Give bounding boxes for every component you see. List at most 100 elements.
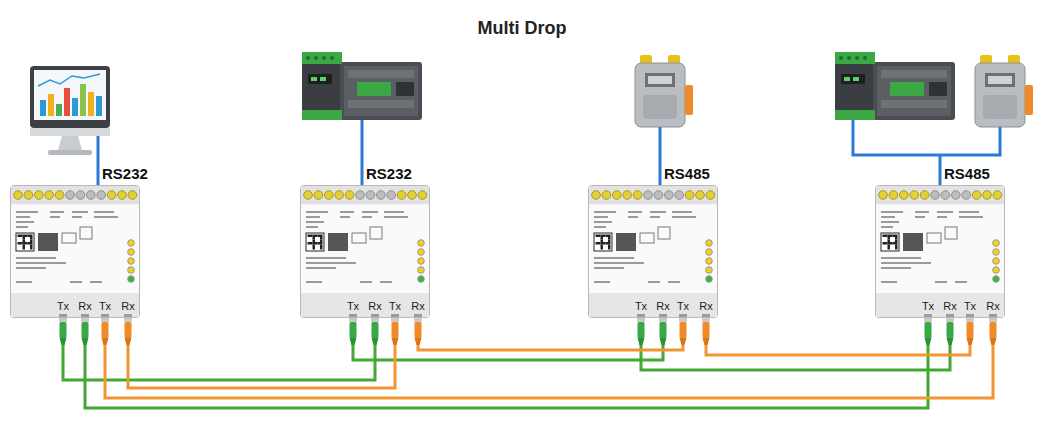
drawing-part [80,84,86,116]
terminal-screw [128,191,137,200]
optic-fiber [105,318,993,398]
status-led [128,240,135,247]
drawing-part [30,128,110,136]
connector-boot [703,322,710,338]
terminal-screw [387,191,396,200]
connector-nut [946,318,954,322]
status-led [128,267,135,274]
converter-module: RS485 [588,185,718,318]
terminal-screw [879,191,888,200]
dip-switch [945,227,957,239]
fine-print-mark [72,211,88,213]
brand-logo [616,233,636,251]
connector-nut [702,318,710,322]
connector-nut [966,318,974,322]
status-led [418,267,425,274]
qr-dot [888,240,891,243]
qr-dot [20,242,23,245]
terminal-screw [107,191,116,200]
terminal-screw [696,191,705,200]
fine-print-mark [937,216,947,218]
qr-dot [608,237,611,240]
terminal-screw [14,191,23,200]
fiber-connector [101,318,109,345]
ce-mark [640,233,654,243]
module-body [876,186,1005,318]
qr-dot [888,242,891,245]
connector-boot [990,322,997,338]
qr-dot [601,242,604,245]
drawing-part [48,94,54,116]
connector-taper [392,338,399,345]
fiber-connector [659,318,667,345]
terminal-screw [45,191,54,200]
connector-taper [990,338,997,345]
connector-boot [350,322,357,338]
qr-dot [308,235,311,238]
fiber-socket [391,314,399,317]
qr-dot [313,235,316,238]
fine-print-mark [306,262,356,264]
connector-boot [967,322,974,338]
optic-fiber [353,318,663,360]
fiber-socket [989,314,997,317]
optic-fiber [85,318,928,408]
qr-dot [310,235,313,238]
qr-dot [320,240,323,243]
fine-print-mark [628,211,642,213]
fiber-connector [637,318,645,345]
qr-dot [30,245,33,248]
connector-boot [102,322,109,338]
connector-boot [82,322,89,338]
qr-dot [30,242,33,245]
qr-dot [318,235,321,238]
fine-print-mark [94,211,114,213]
qr-dot [30,235,33,238]
drawing-part [72,98,78,116]
status-led [418,276,425,283]
fine-print-mark [650,216,660,218]
terminal-screw [356,191,365,200]
bottom-ledge [876,293,1004,317]
qr-dot [20,235,23,238]
terminal-screw [377,191,386,200]
qr-dot [25,242,28,245]
diagram-title: Multi Drop [478,18,567,39]
fine-print-mark [881,221,899,223]
qr-dot [320,235,323,238]
qr-dot [885,242,888,245]
terminal-screw [314,191,323,200]
connector-nut [924,318,932,322]
fine-print-mark [384,211,404,213]
module-body [589,186,718,318]
fiber-connector [966,318,974,345]
optic-fiber [641,318,950,370]
qr-dot [895,245,898,248]
fiber-connector [989,318,997,345]
qr-dot [320,237,323,240]
drawing-part [58,136,82,150]
terminal-screw [118,191,127,200]
qr-dot [598,235,601,238]
fiber-socket [349,314,357,317]
connector-taper [60,338,67,345]
fiber-socket [702,314,710,317]
qr-dot [883,242,886,245]
fine-print-mark [306,221,324,223]
port-label: Tx [389,301,401,312]
fine-print-mark [881,211,903,213]
qr-dot [313,242,316,245]
fiber-connector [349,318,357,345]
port-label: Rx [411,301,424,312]
terminal-screw [952,191,961,200]
ce-mark [352,233,366,243]
qr-dot [308,242,311,245]
qr-dot [30,240,33,243]
connector-nut [659,318,667,322]
qr-dot [23,235,26,238]
dip-switch [658,227,670,239]
fiber-connector [124,318,132,345]
meter-illustration [975,55,1033,127]
fine-print-mark [72,216,82,218]
fine-print-mark [648,281,660,283]
